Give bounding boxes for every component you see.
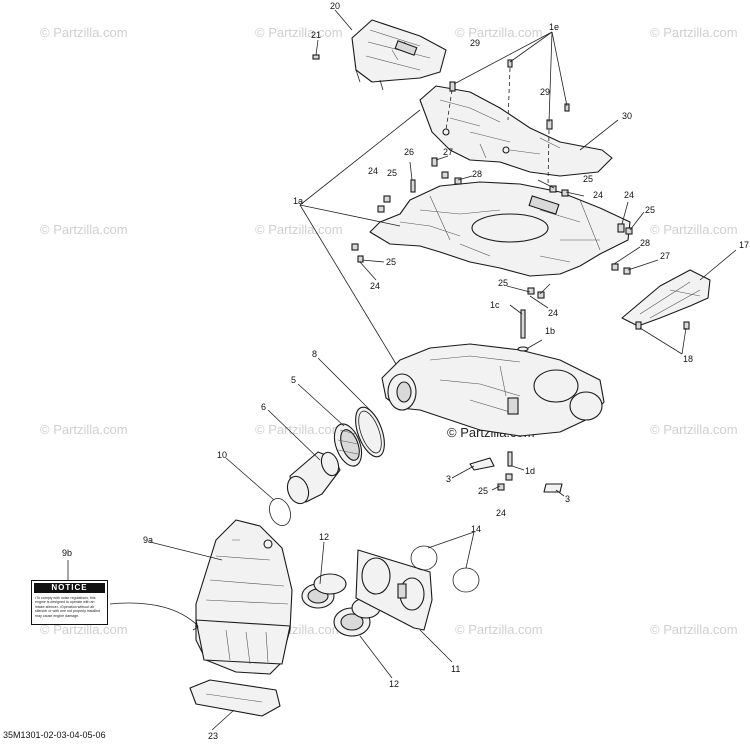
callout-24: 24 bbox=[370, 281, 380, 291]
callout-6: 6 bbox=[261, 402, 266, 412]
callout-24: 24 bbox=[593, 190, 603, 200]
callout-14: 14 bbox=[471, 524, 481, 534]
notice-body: •To comply with noise regulations, this … bbox=[35, 596, 101, 618]
callout-24: 24 bbox=[368, 166, 378, 176]
watermark: © Partzilla.com bbox=[40, 25, 128, 40]
callout-5: 5 bbox=[291, 375, 296, 385]
callout-25: 25 bbox=[498, 278, 508, 288]
callout-27: 27 bbox=[660, 251, 670, 261]
watermark: © Partzilla.com bbox=[650, 422, 738, 437]
callout-24: 24 bbox=[624, 190, 634, 200]
callout-8: 8 bbox=[312, 349, 317, 359]
part-12-boot-upper bbox=[301, 573, 347, 609]
part-23-pad bbox=[189, 679, 281, 717]
watermark: © Partzilla.com bbox=[40, 422, 128, 437]
callout-24: 24 bbox=[496, 508, 506, 518]
watermark: © Partzilla.com bbox=[255, 222, 343, 237]
callout-1c: 1c bbox=[490, 300, 500, 310]
callout-1b: 1b bbox=[545, 326, 555, 336]
watermark: © Partzilla.com bbox=[40, 622, 128, 637]
watermark: © Partzilla.com bbox=[455, 622, 543, 637]
callout-1e: 1e bbox=[549, 22, 559, 32]
callout-12: 12 bbox=[389, 679, 399, 689]
part-30-upper-cover bbox=[419, 85, 613, 177]
part-5-boot bbox=[333, 423, 363, 467]
part-20-bracket bbox=[351, 19, 447, 91]
part-1-lower-airbox bbox=[381, 343, 605, 437]
callout-18: 18 bbox=[683, 354, 693, 364]
callout-24: 24 bbox=[548, 308, 558, 318]
notice-title: NOTICE bbox=[34, 583, 105, 593]
callout-1a: 1a bbox=[293, 196, 303, 206]
callout-30: 30 bbox=[622, 111, 632, 121]
callout-25: 25 bbox=[387, 168, 397, 178]
notice-label: NOTICE •To comply with noise regulations… bbox=[31, 580, 108, 625]
watermark: © Partzilla.com bbox=[650, 622, 738, 637]
callout-11: 11 bbox=[451, 664, 460, 674]
callout-labels: 20 21 1e 29 29 30 26 27 28 25 24 25 24 1… bbox=[62, 1, 749, 741]
watermark: © Partzilla.com bbox=[650, 25, 738, 40]
leader-lines bbox=[67, 9, 737, 731]
callout-12: 12 bbox=[319, 532, 329, 542]
part-11-plate bbox=[355, 549, 433, 631]
diagram-id: 35M1301-02-03-04-05-06 bbox=[3, 730, 106, 740]
part-17-side-bracket bbox=[621, 269, 711, 327]
callout-20: 20 bbox=[330, 1, 340, 11]
callout-3: 3 bbox=[446, 474, 451, 484]
watermark: © Partzilla.com bbox=[255, 422, 343, 437]
watermark: © Partzilla.com bbox=[650, 222, 738, 237]
callout-25: 25 bbox=[645, 205, 655, 215]
watermark: © Partzilla.com bbox=[40, 222, 128, 237]
part-1a-airbox-lid bbox=[369, 181, 631, 277]
callout-29: 29 bbox=[540, 87, 550, 97]
callout-28: 28 bbox=[472, 169, 482, 179]
part-8-clamp bbox=[355, 406, 385, 458]
callout-29: 29 bbox=[470, 38, 480, 48]
callout-9a: 9a bbox=[143, 535, 153, 545]
part-10-oring bbox=[269, 498, 291, 526]
callout-10: 10 bbox=[217, 450, 227, 460]
callout-25: 25 bbox=[386, 257, 396, 267]
callout-9b: 9b bbox=[62, 548, 72, 558]
watermark: © Partzilla.com bbox=[455, 25, 543, 40]
watermark: © Partzilla.com bbox=[255, 25, 343, 40]
callout-27: 27 bbox=[443, 147, 453, 157]
callout-1d: 1d bbox=[525, 466, 535, 476]
callout-17: 17 bbox=[739, 240, 749, 250]
callout-26: 26 bbox=[404, 147, 414, 157]
callout-3: 3 bbox=[565, 494, 570, 504]
part-6-adaptor bbox=[286, 451, 341, 505]
watermark-layer: © Partzilla.com © Partzilla.com © Partzi… bbox=[40, 25, 738, 637]
callout-25: 25 bbox=[583, 174, 593, 184]
callout-28: 28 bbox=[640, 238, 650, 248]
callout-23: 23 bbox=[208, 731, 218, 741]
hardware-fasteners bbox=[312, 54, 690, 493]
callout-25: 25 bbox=[478, 486, 488, 496]
part-9a-filter-housing bbox=[195, 519, 293, 675]
callout-21: 21 bbox=[311, 30, 321, 40]
